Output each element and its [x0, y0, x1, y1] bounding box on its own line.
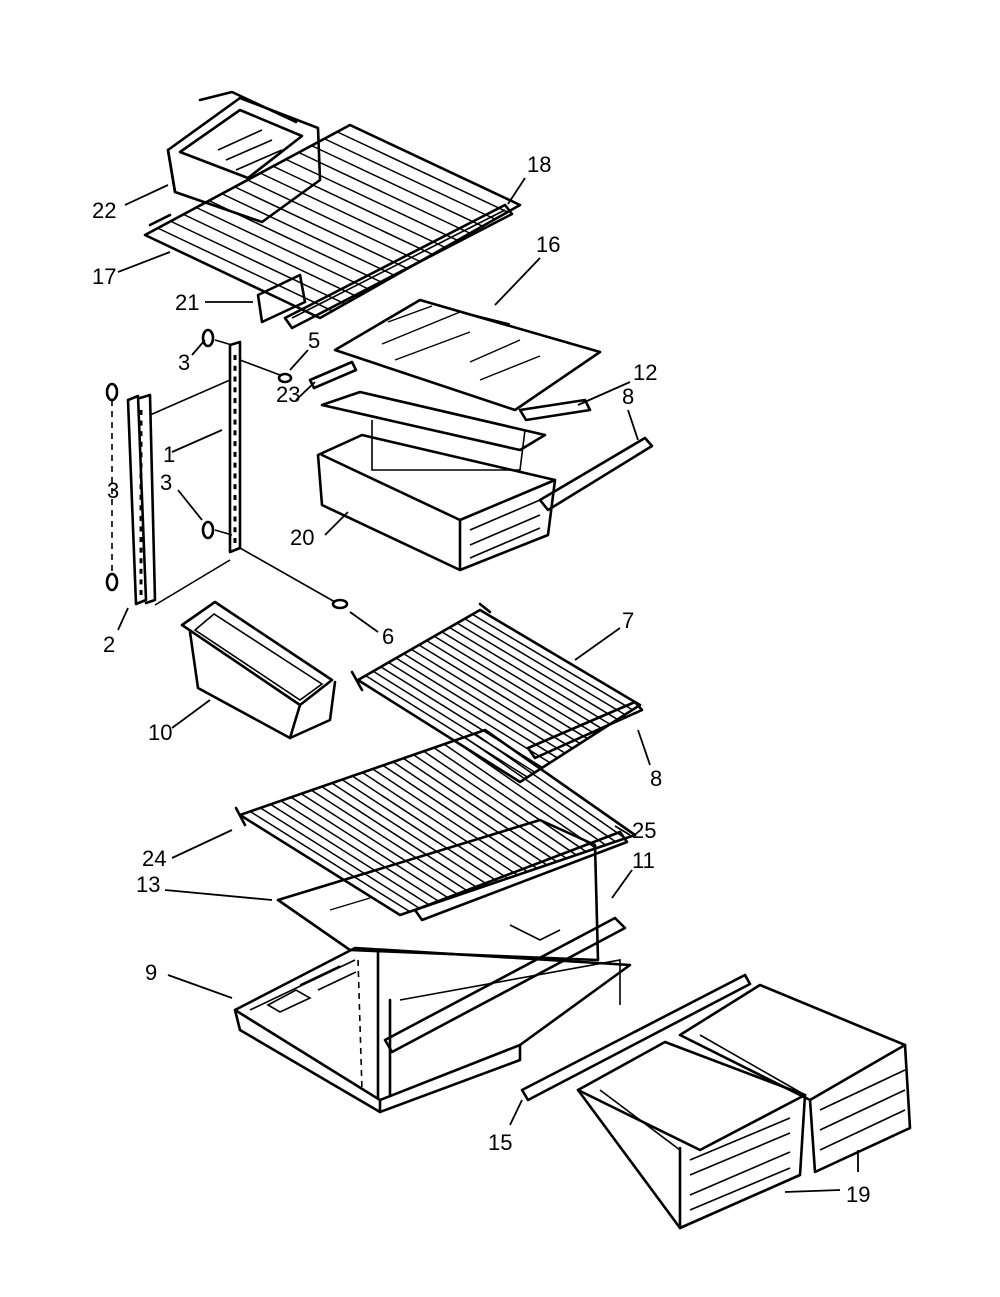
part-12-rail: [518, 398, 592, 422]
label-3-left: 3: [107, 478, 119, 503]
part-23-rail: [308, 360, 358, 390]
label-5: 5: [308, 328, 320, 353]
part-13-cover: [276, 818, 600, 962]
label-18: 18: [527, 152, 551, 177]
label-7: 7: [622, 608, 634, 633]
part-22-bin: [166, 90, 322, 224]
label-9: 9: [145, 960, 157, 985]
label-10: 10: [148, 720, 172, 745]
label-2: 2: [103, 632, 115, 657]
label-1: 1: [163, 442, 175, 467]
leader-lines: [117, 177, 859, 1193]
label-16: 16: [536, 232, 560, 257]
label-3-top: 3: [178, 350, 190, 375]
label-22: 22: [92, 198, 116, 223]
label-8-lower: 8: [650, 766, 662, 791]
part-21-bracket: [256, 273, 307, 324]
part-5-screw: [277, 372, 293, 384]
label-25: 25: [632, 818, 656, 843]
label-24: 24: [142, 846, 166, 871]
part-labels: 22 18 17 21 16 5 3 12 23 8 1 3 3 20 2 6 …: [92, 152, 870, 1207]
label-21: 21: [175, 290, 199, 315]
part-10-bin: [180, 600, 337, 740]
part-8-upper-rail: [538, 436, 654, 512]
part-15-rail: [520, 973, 752, 1102]
part-19-drawer-left: [576, 1040, 807, 1230]
part-16-glass-shelf: [333, 298, 602, 412]
part-19-drawer-right: [678, 983, 912, 1174]
part-24-shelf: [234, 728, 637, 917]
label-3-mid: 3: [160, 470, 172, 495]
label-23: 23: [276, 382, 300, 407]
part-9-frame: [233, 946, 632, 1114]
part-3-clips: [105, 328, 215, 592]
label-6: 6: [382, 624, 394, 649]
part-11-rail: [383, 916, 627, 1054]
part-8-lower-rail: [526, 700, 644, 760]
label-11: 11: [632, 848, 655, 873]
part-17-top-shelf: [143, 123, 522, 320]
rail-guide-lines: [149, 339, 336, 606]
label-17: 17: [92, 264, 116, 289]
part-2-rail: [126, 393, 157, 606]
part-6-screw: [331, 598, 349, 610]
part-18-rail: [283, 203, 514, 330]
label-12: 12: [633, 360, 657, 385]
label-13: 13: [136, 872, 160, 897]
part-7-shelf: [350, 602, 642, 784]
label-15: 15: [488, 1130, 512, 1155]
label-19: 19: [846, 1182, 870, 1207]
part-20-drawer: [316, 390, 557, 572]
label-8-upper: 8: [622, 384, 634, 409]
part-1-rail: [228, 340, 242, 554]
part-25-rail: [413, 830, 629, 922]
label-20: 20: [290, 525, 314, 550]
